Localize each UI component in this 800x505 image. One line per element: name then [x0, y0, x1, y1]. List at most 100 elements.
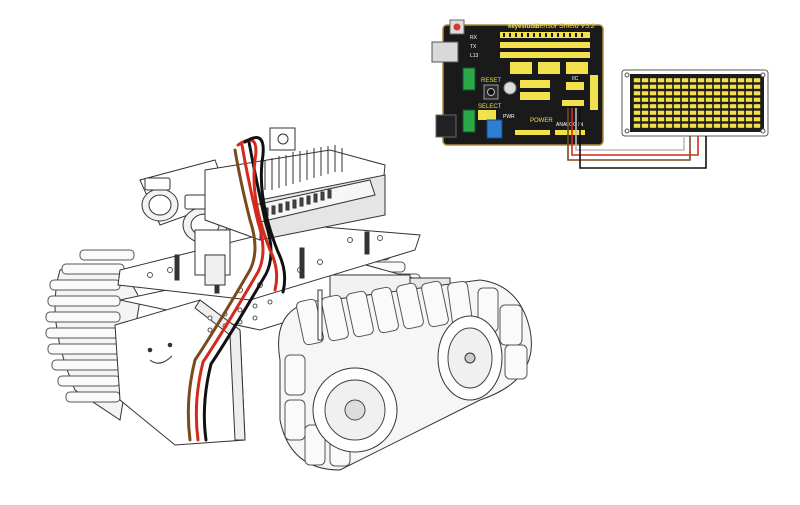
- matrix-led: [737, 78, 745, 83]
- matrix-led: [697, 104, 705, 109]
- matrix-led: [633, 104, 641, 109]
- matrix-led: [705, 104, 713, 109]
- matrix-led: [689, 84, 697, 89]
- matrix-led: [689, 91, 697, 96]
- matrix-led: [633, 123, 641, 128]
- matrix-led: [633, 84, 641, 89]
- matrix-led: [745, 104, 753, 109]
- matrix-led: [697, 117, 705, 122]
- bottom-pins: [515, 100, 585, 135]
- matrix-led: [737, 117, 745, 122]
- matrix-led: [697, 110, 705, 115]
- matrix-led: [713, 78, 721, 83]
- matrix-led: [753, 104, 761, 109]
- matrix-led: [745, 84, 753, 89]
- usb-port: [431, 41, 459, 63]
- matrix-led: [681, 91, 689, 96]
- matrix-led: [753, 117, 761, 122]
- matrix-led: [689, 104, 697, 109]
- matrix-led: [673, 117, 681, 122]
- matrix-led: [729, 84, 737, 89]
- matrix-led: [681, 97, 689, 102]
- matrix-led: [697, 91, 705, 96]
- matrix-led: [721, 91, 729, 96]
- matrix-led: [697, 78, 705, 83]
- matrix-led: [649, 78, 657, 83]
- matrix-led: [729, 110, 737, 115]
- matrix-led: [721, 123, 729, 128]
- matrix-led: [721, 104, 729, 109]
- matrix-led: [665, 78, 673, 83]
- matrix-led: [721, 78, 729, 83]
- led-label-l13: L13: [470, 53, 479, 59]
- shield-brand: keyestudio: [508, 24, 540, 30]
- matrix-led: [673, 97, 681, 102]
- matrix-led: [689, 117, 697, 122]
- matrix-led: [673, 123, 681, 128]
- matrix-led: [753, 110, 761, 115]
- matrix-led: [713, 117, 721, 122]
- matrix-led: [665, 104, 673, 109]
- front-right-track: [278, 279, 532, 471]
- shield-title: Sensor Shield V5.2: [535, 23, 595, 30]
- pwr-terminal: [486, 119, 503, 139]
- matrix-led: [689, 97, 697, 102]
- matrix-led: [665, 91, 673, 96]
- matrix-led: [737, 91, 745, 96]
- matrix-led: [657, 110, 665, 115]
- matrix-led: [641, 117, 649, 122]
- matrix-led: [657, 84, 665, 89]
- drive-sprocket: [312, 367, 398, 453]
- matrix-led: [737, 104, 745, 109]
- side-motor-plate: [114, 299, 246, 446]
- matrix-led: [705, 91, 713, 96]
- matrix-led: [713, 84, 721, 89]
- matrix-led: [745, 123, 753, 128]
- matrix-led: [681, 84, 689, 89]
- matrix-led-grid: [633, 78, 761, 128]
- matrix-led: [753, 123, 761, 128]
- robot-wires: [186, 136, 287, 442]
- servo-mount: [194, 229, 231, 286]
- matrix-led: [641, 78, 649, 83]
- matrix-led: [633, 117, 641, 122]
- matrix-led: [649, 117, 657, 122]
- matrix-led: [681, 110, 689, 115]
- matrix-led: [705, 117, 713, 122]
- matrix-led: [737, 97, 745, 102]
- matrix-led: [713, 97, 721, 102]
- power-label: POWER: [530, 118, 553, 124]
- matrix-led: [713, 104, 721, 109]
- matrix-led: [649, 84, 657, 89]
- matrix-led: [681, 104, 689, 109]
- matrix-wires: [567, 108, 707, 169]
- matrix-led: [753, 97, 761, 102]
- header-blocks: [510, 62, 588, 100]
- select-switch: [478, 110, 496, 120]
- matrix-led: [729, 123, 737, 128]
- matrix-led: [665, 97, 673, 102]
- matrix-led: [657, 104, 665, 109]
- matrix-led: [705, 123, 713, 128]
- controller-stack: [204, 127, 386, 241]
- matrix-led: [689, 123, 697, 128]
- matrix-led: [673, 78, 681, 83]
- matrix-led: [689, 110, 697, 115]
- matrix-led: [753, 91, 761, 96]
- matrix-led: [697, 123, 705, 128]
- matrix-led: [729, 117, 737, 122]
- matrix-led: [657, 117, 665, 122]
- matrix-led: [649, 97, 657, 102]
- matrix-led: [673, 104, 681, 109]
- sensor-shield: keyestudio Sensor Shield V5.2 RESET SELE…: [431, 19, 604, 146]
- matrix-led: [697, 97, 705, 102]
- matrix-led: [665, 110, 673, 115]
- matrix-led: [641, 84, 649, 89]
- shield-pot: [503, 81, 517, 95]
- matrix-led: [641, 97, 649, 102]
- matrix-led: [745, 97, 753, 102]
- led-label-tx: TX: [470, 44, 477, 50]
- led-label-rx: RX: [470, 35, 478, 41]
- matrix-led: [745, 91, 753, 96]
